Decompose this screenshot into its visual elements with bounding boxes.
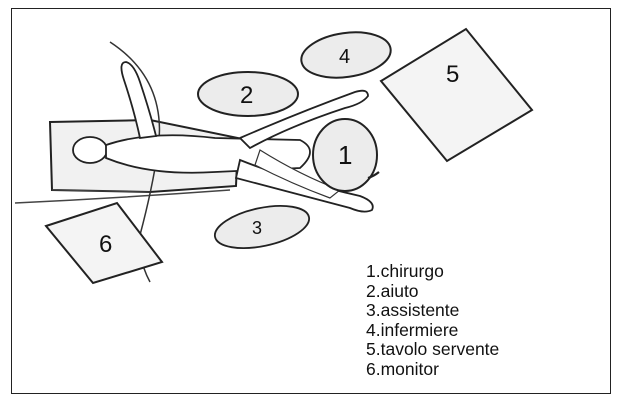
- label-5: 5: [446, 61, 459, 88]
- label-1: 1: [338, 140, 352, 170]
- legend-item-assistant: 3.assistente: [366, 300, 460, 320]
- patient-figure: [72, 61, 374, 213]
- legend: 1.chirurgo 2.aiuto 3.assistente 4.inferm…: [366, 261, 500, 379]
- legend-item-surgeon: 1.chirurgo: [366, 261, 444, 281]
- label-4: 4: [339, 46, 350, 68]
- instrument-table: 5: [379, 27, 534, 163]
- label-2: 2: [240, 82, 253, 109]
- legend-item-instrument-table: 5.tavolo servente: [366, 339, 500, 359]
- legend-item-monitor: 6.monitor: [366, 358, 439, 379]
- legend-item-nurse: 4.infermiere: [366, 319, 459, 340]
- aid-position: 2: [197, 71, 299, 117]
- nurse-position: 4: [300, 31, 392, 79]
- assistant-position: 3: [213, 205, 311, 249]
- label-6: 6: [99, 231, 112, 258]
- monitor: 6: [44, 201, 164, 285]
- floor-line: [14, 189, 231, 204]
- legend-item-aid: 2.aiuto: [366, 280, 419, 301]
- surgeon-position: 1: [312, 118, 380, 192]
- label-3: 3: [252, 218, 262, 238]
